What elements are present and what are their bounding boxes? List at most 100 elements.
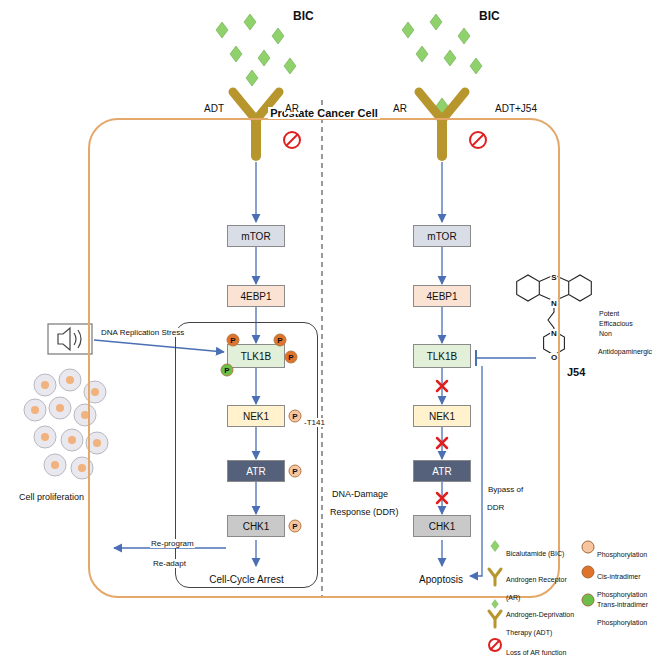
loss-of-function-sign xyxy=(284,132,486,148)
annotation: BIC xyxy=(478,9,501,23)
bicalutamide-cluster xyxy=(272,28,284,44)
bicalutamide-cluster xyxy=(216,14,482,114)
annotation: Non Antidopaminergic xyxy=(598,330,653,355)
bicalutamide-cluster xyxy=(244,14,256,30)
group-heading: DNA-Damage Response (DDR) xyxy=(330,489,401,517)
annotation: DNA Replication Stress xyxy=(100,328,185,337)
label-holder: ADT+J54 xyxy=(494,98,538,116)
text-holder: DNA-Damage Response (DDR) xyxy=(330,483,402,519)
cell-cluster xyxy=(91,388,99,396)
atom-letter: O xyxy=(550,353,558,362)
legend-holder: Androgen-Deprivation Therapy (ADT) xyxy=(506,603,582,639)
legend-text: Loss of AR function xyxy=(506,649,566,656)
node-label: TLK1B xyxy=(241,351,272,362)
cell-cluster xyxy=(74,404,96,426)
cell-cluster xyxy=(24,399,46,421)
legend-icon xyxy=(489,569,501,627)
bicalutamide-cluster xyxy=(470,58,482,74)
annotation: AR xyxy=(284,103,300,114)
legend-holder: Phosphorylation xyxy=(597,543,661,561)
node-label: ATR xyxy=(432,466,451,477)
cell-cluster xyxy=(66,376,74,384)
atom-letter: N xyxy=(550,329,558,338)
node-label: 4EBP1 xyxy=(426,291,457,302)
pathway-arrow xyxy=(255,482,256,514)
label-holder: Cell proliferation xyxy=(18,486,85,504)
block-cross xyxy=(437,493,447,503)
block-cross xyxy=(437,381,447,503)
annotation: Cell proliferation xyxy=(18,492,85,502)
atr-box: ATR xyxy=(413,460,471,482)
loss-of-function-sign xyxy=(472,134,484,146)
cell-cluster xyxy=(49,397,71,419)
legend-icon xyxy=(491,540,499,551)
speaker-icon xyxy=(74,333,76,345)
annotation: Re-program xyxy=(150,539,195,548)
annotation: -T141 xyxy=(303,418,326,427)
phospho-letter: P xyxy=(288,353,293,362)
label-holder: Non Antidopaminergic xyxy=(598,322,660,358)
chk1-box: CHK1 xyxy=(413,515,471,537)
androgen-receptor xyxy=(437,120,447,156)
bicalutamide-cluster xyxy=(216,22,228,38)
phospho-letter: P xyxy=(292,467,297,476)
ddr-group: TLK1BNEK1ATRCHK1DNA-Damage Response (DDR… xyxy=(175,322,318,588)
signal-arrow xyxy=(255,162,256,222)
signal-arrow xyxy=(94,340,224,352)
pathway-arrow xyxy=(255,368,256,404)
label-holder: BIC xyxy=(292,6,315,24)
legend-holder: Bicalutamide (BIC) xyxy=(506,542,582,560)
legend-icon xyxy=(489,540,501,651)
inhibition-line xyxy=(476,357,536,359)
node-label: ATR xyxy=(246,466,265,477)
androgen-receptor xyxy=(233,92,465,156)
label-holder: Apoptosis xyxy=(414,569,468,587)
atr-box: ATR xyxy=(227,460,285,482)
annotation: Re-adapt xyxy=(152,559,187,568)
cell-cluster xyxy=(59,369,81,391)
node-label: mTOR xyxy=(241,231,270,242)
node-label: CHK1 xyxy=(429,521,456,532)
label-holder: -T141 xyxy=(303,411,326,429)
phospho-mark: P xyxy=(289,465,302,478)
label-holder: BIC xyxy=(478,6,501,24)
node-label: TLK1B xyxy=(427,351,458,362)
inhibition-line xyxy=(475,350,477,366)
4ebp1-box: 4EBP1 xyxy=(413,285,471,307)
cell-cluster xyxy=(68,436,76,444)
speaker-icon xyxy=(48,324,92,354)
legend-text: Cis-intradimer Phosphorylation xyxy=(597,573,647,598)
cell-cluster xyxy=(44,454,66,476)
annotation: Potent xyxy=(598,310,620,317)
legend-text: Androgen-Deprivation Therapy (ADT) xyxy=(506,611,574,636)
label-holder: Re-program xyxy=(150,532,195,550)
mtor-box: mTOR xyxy=(413,225,471,247)
speaker-icon xyxy=(48,324,92,354)
block-cross xyxy=(437,438,447,448)
text-holder: Prostate Cancer Cell xyxy=(90,103,558,121)
speaker-icon xyxy=(58,328,70,350)
legend-text: Trans-intradimer Phosphorylation xyxy=(597,601,648,626)
phospho-mark: P xyxy=(227,334,240,347)
bicalutamide-cluster xyxy=(430,14,442,30)
speaker-icon xyxy=(78,330,81,348)
legend-swatch xyxy=(582,541,595,554)
block-cross xyxy=(437,381,447,391)
cell-cluster xyxy=(61,429,83,451)
annotation: Apoptosis xyxy=(418,574,464,585)
atom-mark: N xyxy=(550,292,558,310)
atom-letter: N xyxy=(550,299,558,308)
annotation: BIC xyxy=(292,9,315,23)
pathway-arrow xyxy=(441,307,442,343)
bicalutamide-cluster xyxy=(230,46,242,62)
block-cross xyxy=(437,381,447,391)
atom-mark: O xyxy=(550,346,558,364)
annotation: ADT xyxy=(203,103,225,114)
inhibition-line xyxy=(476,350,536,366)
legend-icon xyxy=(494,619,497,627)
signal-arrow xyxy=(94,162,482,576)
bicalutamide-cluster xyxy=(416,46,428,62)
bicalutamide-cluster xyxy=(402,22,414,38)
